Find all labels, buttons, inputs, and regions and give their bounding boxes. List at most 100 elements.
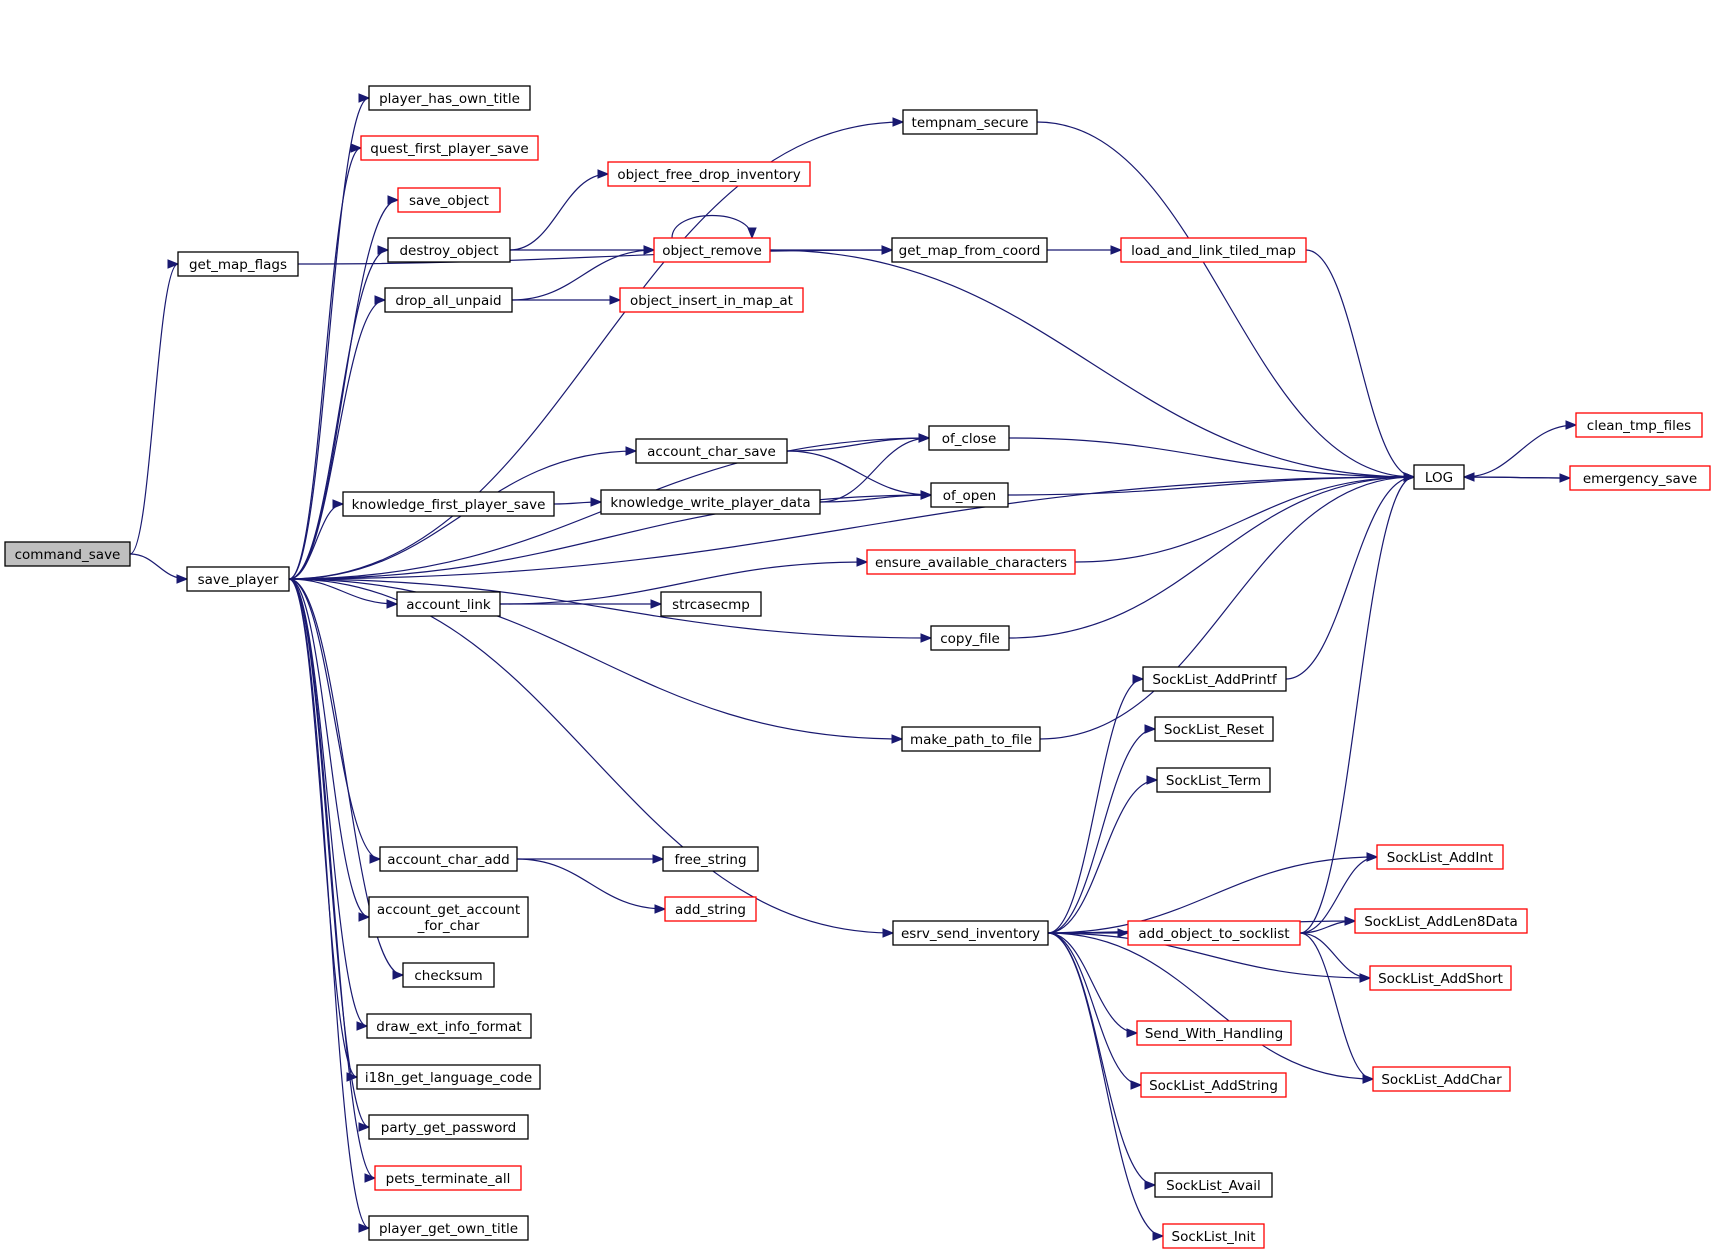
node-label: copy_file xyxy=(940,631,1000,647)
edge-save_player-to-tempnam_secure xyxy=(288,121,904,580)
node-save-object[interactable]: save_object xyxy=(397,187,501,213)
edge-save_player-to-player_has_own_title xyxy=(288,97,370,580)
arrowhead-account_char_add-to-add_string xyxy=(654,904,667,914)
node-socklist-addshort[interactable]: SockList_AddShort xyxy=(1369,965,1512,991)
node-knowledge-write-player-data[interactable]: knowledge_write_player_data xyxy=(600,489,821,515)
node-account-char-save[interactable]: account_char_save xyxy=(635,438,788,464)
node-box xyxy=(600,489,821,515)
node-save-player[interactable]: save_player xyxy=(186,566,290,592)
edge-knowledge_write_player_data-to-of_open xyxy=(819,494,932,503)
node-clean-tmp-files[interactable]: clean_tmp_files xyxy=(1575,412,1703,438)
node-make-path-to-file[interactable]: make_path_to_file xyxy=(901,726,1041,752)
node-object-remove[interactable]: object_remove xyxy=(653,237,771,263)
node-knowledge-first-player-save[interactable]: knowledge_first_player_save xyxy=(342,491,555,517)
node-label: get_map_from_coord xyxy=(899,243,1041,259)
arrowhead-save_player-to-checksum xyxy=(392,970,405,980)
edge-save_player-to-make_path_to_file xyxy=(288,578,903,740)
edge-of_open-to-LOG xyxy=(1007,476,1415,496)
node-ensure-available-characters[interactable]: ensure_available_characters xyxy=(866,549,1076,575)
node-draw-ext-info-format[interactable]: draw_ext_info_format xyxy=(366,1013,532,1039)
node-free-string[interactable]: free_string xyxy=(662,846,759,872)
edge-knowledge_write_player_data-to-of_close xyxy=(819,437,930,503)
arrowhead-save_player-to-player_has_own_title xyxy=(358,93,371,103)
node-add-object-to-socklist[interactable]: add_object_to_socklist xyxy=(1127,920,1301,946)
node-socklist-addprintf[interactable]: SockList_AddPrintf xyxy=(1142,666,1287,692)
node-load-and-link-tiled-map[interactable]: load_and_link_tiled_map xyxy=(1120,237,1307,263)
node-player-get-own-title[interactable]: player_get_own_title xyxy=(368,1215,529,1241)
arrowhead-save_player-to-save_object xyxy=(387,195,400,205)
node-object-insert-in-map-at[interactable]: object_insert_in_map_at xyxy=(619,287,804,313)
node-box xyxy=(4,541,131,567)
node-tempnam-secure[interactable]: tempnam_secure xyxy=(902,109,1038,135)
node-box xyxy=(1156,767,1271,793)
node-checksum[interactable]: checksum xyxy=(402,962,495,988)
edge-add_object_to_socklist-to-SockList_AddInt xyxy=(1299,856,1378,934)
edge-esrv_send_inventory-to-SockList_Term xyxy=(1047,779,1158,934)
node-quest-first-player-save[interactable]: quest_first_player_save xyxy=(360,135,539,161)
node-get-map-from-coord[interactable]: get_map_from_coord xyxy=(891,237,1048,263)
node-strcasecmp[interactable]: strcasecmp xyxy=(660,591,762,617)
node-box xyxy=(619,287,804,313)
node-label: add_object_to_socklist xyxy=(1138,926,1289,942)
node-emergency-save[interactable]: emergency_save xyxy=(1569,465,1711,491)
node-add-string[interactable]: add_string xyxy=(664,896,757,922)
node-destroy-object[interactable]: destroy_object xyxy=(387,237,511,263)
arrowhead-save_player-to-quest_first_player_save xyxy=(350,143,363,153)
node-label: save_object xyxy=(409,193,489,209)
node-label: quest_first_player_save xyxy=(370,141,528,157)
node-command-save[interactable]: command_save xyxy=(4,541,131,567)
arrowhead-save_player-to-make_path_to_file xyxy=(891,734,904,744)
node-socklist-addstring[interactable]: SockList_AddString xyxy=(1140,1072,1287,1098)
node-get-map-flags[interactable]: get_map_flags xyxy=(177,251,299,277)
node-send-with-handling[interactable]: Send_With_Handling xyxy=(1136,1020,1292,1046)
node-drop-all-unpaid[interactable]: drop_all_unpaid xyxy=(384,287,513,313)
node-account-get-account-for-char[interactable]: account_get_account_for_char xyxy=(368,896,529,938)
node-box xyxy=(1127,920,1301,946)
arrowhead-esrv_send_inventory-to-SockList_Reset xyxy=(1144,724,1157,734)
arrowhead-save_player-to-drop_all_unpaid xyxy=(374,295,387,305)
node-label: object_insert_in_map_at xyxy=(630,293,793,309)
arrowhead-account_link-to-ensure_available_characters xyxy=(856,557,869,567)
node-socklist-init[interactable]: SockList_Init xyxy=(1162,1223,1265,1249)
edge-get_map_flags-to-get_map_from_coord xyxy=(297,249,893,265)
arrowhead-save_player-to-esrv_send_inventory xyxy=(882,928,895,938)
node-object-free-drop-inventory[interactable]: object_free_drop_inventory xyxy=(607,161,811,187)
edge-load_and_link_tiled_map-to-LOG xyxy=(1305,249,1415,478)
node-esrv-send-inventory[interactable]: esrv_send_inventory xyxy=(892,920,1049,946)
node-socklist-addlen8data[interactable]: SockList_AddLen8Data xyxy=(1354,908,1528,934)
node-box xyxy=(892,920,1049,946)
node-of-open[interactable]: of_open xyxy=(930,482,1009,508)
node-party-get-password[interactable]: party_get_password xyxy=(368,1114,529,1140)
arrowhead-save_player-to-account_char_save xyxy=(625,446,638,456)
edge-account_char_save-to-of_close xyxy=(786,437,930,452)
node-box xyxy=(366,1013,532,1039)
node-label: account_char_add xyxy=(387,852,510,868)
node-log[interactable]: LOG xyxy=(1413,464,1465,490)
node-label: get_map_flags xyxy=(189,257,287,273)
node-box xyxy=(374,1165,522,1191)
node-label: clean_tmp_files xyxy=(1587,418,1691,434)
edge-save_player-to-draw_ext_info_format xyxy=(288,578,368,1027)
arrowhead-save_player-to-destroy_object xyxy=(377,245,390,255)
node-player-has-own-title[interactable]: player_has_own_title xyxy=(368,85,531,111)
edge-esrv_send_inventory-to-SockList_AddPrintf xyxy=(1047,678,1144,934)
node-socklist-addchar[interactable]: SockList_AddChar xyxy=(1372,1066,1511,1092)
node-label: draw_ext_info_format xyxy=(376,1019,521,1035)
node-socklist-avail[interactable]: SockList_Avail xyxy=(1154,1172,1273,1198)
edge-save_player-to-pets_terminate_all xyxy=(288,578,376,1179)
arrowhead-esrv_send_inventory-to-SockList_AddString xyxy=(1130,1080,1143,1090)
node-pets-terminate-all[interactable]: pets_terminate_all xyxy=(374,1165,522,1191)
node-socklist-term[interactable]: SockList_Term xyxy=(1156,767,1271,793)
arrowhead-esrv_send_inventory-to-Send_With_Handling xyxy=(1126,1028,1139,1038)
arrowhead-emergency_save-to-LOG xyxy=(1462,472,1475,482)
edge-emergency_save-to-LOG xyxy=(1463,476,1571,479)
node-box xyxy=(1142,666,1287,692)
node-of-close[interactable]: of_close xyxy=(928,425,1010,451)
node-account-char-add[interactable]: account_char_add xyxy=(379,846,518,872)
node-socklist-addint[interactable]: SockList_AddInt xyxy=(1376,844,1504,870)
node-label: SockList_AddPrintf xyxy=(1152,672,1278,688)
node-socklist-reset[interactable]: SockList_Reset xyxy=(1154,716,1274,742)
node-i18n-get-language-code[interactable]: i18n_get_language_code xyxy=(356,1064,541,1090)
node-copy-file[interactable]: copy_file xyxy=(930,625,1010,651)
node-account-link[interactable]: account_link xyxy=(396,591,501,617)
